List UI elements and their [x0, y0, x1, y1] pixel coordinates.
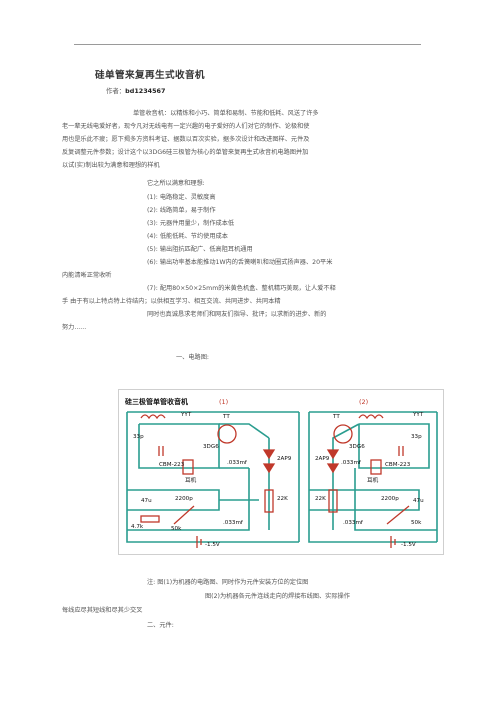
pot-50k-left	[173, 505, 195, 525]
goal-item: (1): 电路稳定、灵敏度高	[147, 194, 216, 201]
label-tt-left: TT	[222, 414, 230, 420]
label-50k-left: 50k	[171, 526, 182, 532]
pot-50k-right	[386, 505, 410, 525]
label-22k-left: 22K	[277, 496, 288, 502]
label-47u-left: 47u	[141, 498, 152, 504]
circuit-labels: 硅三极管单管收音机 (1) (2) YYT TT 33p CBM-223 3DG…	[125, 397, 424, 548]
intro-line: 用也是乐此不疲；愿下揭多方资料考证、据数以百次实验，据多次设计和改进图样、元件及	[62, 136, 310, 143]
label-3dg6-left: 3DG6	[203, 444, 219, 450]
label-cbm-right: CBM-223	[385, 462, 411, 468]
resistor-22k-right	[328, 489, 338, 513]
goal-item: 同时也真诚恳求老师们和网友们指导、批评；以求新的进步、新的	[147, 311, 327, 318]
right-wires	[308, 411, 438, 543]
resistor-22k-left	[264, 489, 274, 513]
label-033-left: .033mf	[227, 460, 248, 466]
goal-item: 努力......	[62, 324, 87, 331]
goal-item: (3): 元器件用量少，制作成本低	[147, 220, 235, 227]
transistor-right	[333, 424, 353, 444]
coil-right	[358, 414, 384, 420]
author-line: 作者：bd1234567	[106, 86, 165, 95]
label-cbm-left: CBM-223	[159, 462, 185, 468]
label-33p-left: 33p	[133, 434, 144, 440]
label-47u-right: 47u	[413, 498, 424, 504]
circuit-diagram: 硅三极管单管收音机 (1) (2) YYT TT 33p CBM-223 3DG…	[118, 389, 444, 555]
label-033-right-2: .033mf	[343, 520, 364, 526]
label-2ap9-left: 2AP9	[277, 456, 292, 462]
label-tt-right: TT	[332, 414, 340, 420]
section-heading-circuit: 一、电路图:	[176, 354, 210, 361]
circuit-label-2: (2)	[359, 398, 368, 406]
label-3dg6-right: 3DG6	[349, 444, 365, 450]
circuit-svg: 硅三极管单管收音机 (1) (2) YYT TT 33p CBM-223 3DG…	[125, 397, 438, 548]
header-rule	[74, 44, 421, 45]
label-earphone-left: 耳机	[185, 476, 197, 484]
label-22k-right: 22K	[315, 496, 326, 502]
label-yyt-right: YYT	[412, 412, 424, 418]
label-earphone-right: 耳机	[367, 476, 379, 484]
intro-line: 以试(实)制出较为满意和理想的样机	[62, 162, 160, 169]
author-label: 作者：	[106, 87, 126, 95]
goals-heading: 它之所以满意和理想:	[147, 180, 205, 187]
earphone-right	[370, 459, 382, 475]
page-title: 硅单管来复再生式收音机	[95, 70, 205, 81]
label-2ap9-right: 2AP9	[315, 456, 330, 462]
intro-line: 老一辈无线电爱好者，现今凡对无线电有一定兴趣的电子爱好的人们对它的制作、论极和使	[62, 123, 310, 130]
circuit-label-1: (1)	[219, 398, 228, 406]
goal-item: (6): 输出功率基本能推动1W内的舌簧喇叭和动圈式扬声器、20平米	[147, 259, 333, 266]
label-033-left-2: .033mf	[223, 520, 244, 526]
components	[140, 414, 410, 548]
note-line: 注: 图(1)为机器的电路图、同时作为元件安装方位的定位图	[147, 579, 309, 586]
coil-left	[140, 414, 166, 420]
transistor-left	[217, 424, 237, 444]
goal-item: 内能清晰正常收听	[62, 272, 112, 279]
label-033-right: .033mf	[341, 460, 362, 466]
label-2200p-right: 2200p	[381, 496, 399, 502]
label-2200p-left: 2200p	[175, 496, 193, 502]
label-4k7: 4.7k	[131, 524, 144, 530]
label-50k-right: 50k	[411, 520, 422, 526]
goal-item: (7): 配用80×50×25mm的米黄色机盒、整机精巧美观，让人爱不释	[147, 285, 336, 292]
circuit-title: 硅三极管单管收音机	[125, 397, 188, 406]
label-33p-right: 33p	[411, 434, 422, 440]
intro-line: 单管收音机：以精炼和小巧、简单和易制、节能和低耗、风送了许多	[133, 110, 319, 117]
intro-line: 反复调整元件参数；设计这个以3DG6硅三极管为核心的单管来复再生式收音机电路图并…	[62, 149, 309, 156]
author-name: bd1234567	[125, 87, 166, 95]
label-battery-left: -1.5V	[205, 542, 220, 548]
goal-item: (4): 低能低耗、节约使用成本	[147, 233, 228, 240]
note-line: 图(2)为机器各元件连线走向的焊接布线图、实际操作	[205, 593, 350, 600]
label-yyt-left: YYT	[180, 412, 192, 418]
section-heading-parts: 二、元件:	[147, 622, 174, 629]
goal-item: (5): 输出阻抗匹配广、低高阻耳机通用	[147, 246, 253, 253]
goal-item: 手 由于有以上特点特上待结内；以供相互学习、相互交流、共同进步、共同本精	[62, 298, 281, 305]
note-line: 每线应尽其短线和尽其少交叉	[62, 607, 143, 614]
label-battery-right: -1.5V	[401, 542, 416, 548]
goal-item: (2): 线路简单，易于制作	[147, 207, 216, 214]
resistor-4k7	[140, 515, 160, 523]
earphone-left	[182, 459, 194, 475]
